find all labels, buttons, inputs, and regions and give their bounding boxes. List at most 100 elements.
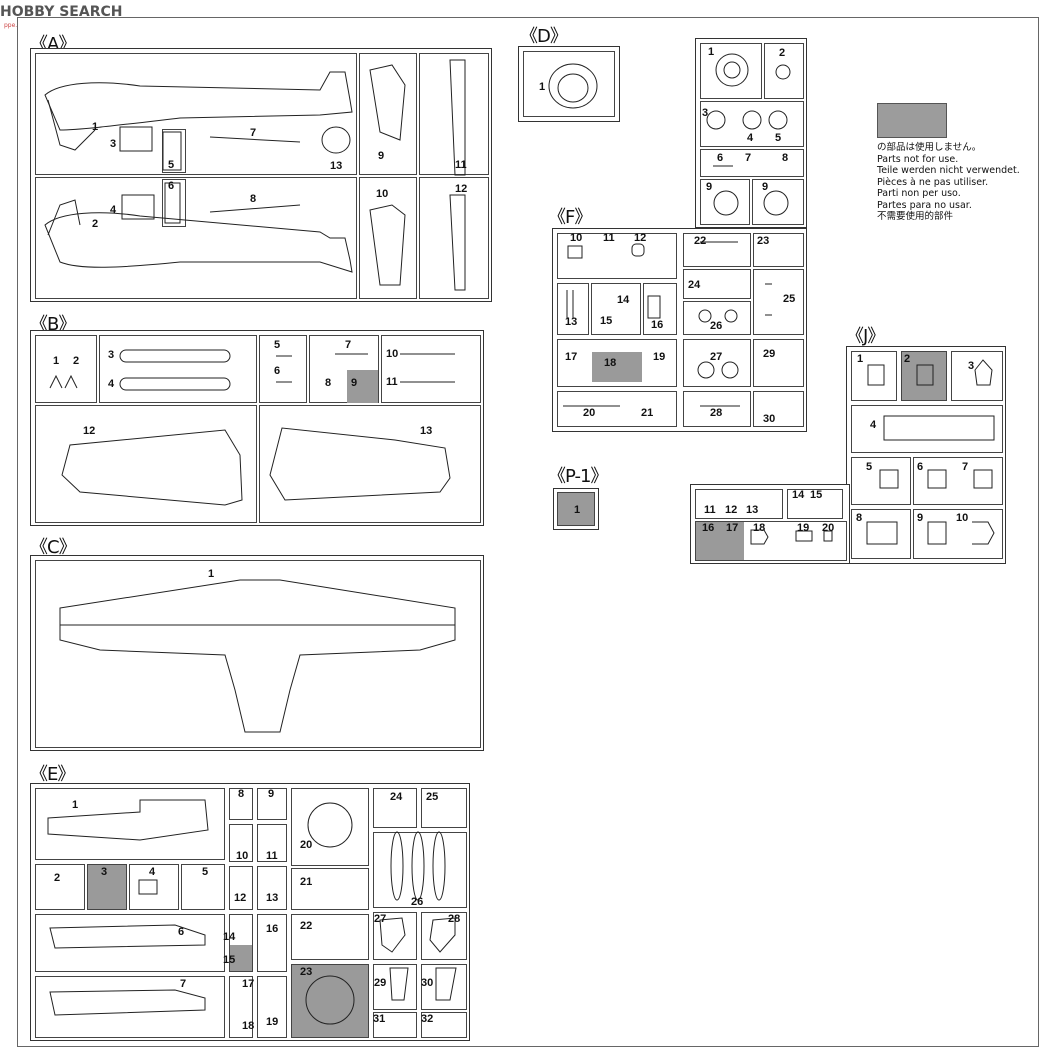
part-number: 8 [238, 788, 245, 800]
part-number: 14 [792, 489, 805, 501]
part-f26-wheel [724, 309, 738, 323]
part-number: 13 [565, 316, 578, 328]
part-number: 4 [110, 204, 117, 216]
part-number: 14 [617, 294, 630, 306]
sprue-b [30, 330, 484, 526]
sprue-f-cell [557, 233, 677, 279]
part-number: 9 [917, 512, 924, 524]
sprue-j-cell [951, 351, 1003, 401]
part-number: 2 [92, 218, 99, 230]
part-number: 11 [386, 376, 398, 388]
part-number: 7 [962, 461, 969, 473]
part-f9-wheel [763, 190, 789, 216]
part-number: 1 [208, 568, 215, 580]
sprue-f-cell [753, 391, 804, 427]
sprue-e-cell [373, 832, 467, 908]
watermark-logo: HOBBY SEARCH [0, 4, 123, 20]
part-j5 [879, 469, 899, 489]
part-number: 3 [101, 866, 108, 878]
part-number: 31 [373, 1013, 386, 1025]
part-number: 20 [583, 407, 596, 419]
part-number: 13 [420, 425, 433, 437]
part-number: 8 [856, 512, 863, 524]
part-number: 12 [234, 892, 247, 904]
sprue-e-cell [229, 824, 253, 862]
part-number: 16 [266, 923, 279, 935]
sprue-j-cell [787, 489, 843, 519]
sprue-e-cell [129, 864, 179, 910]
part-a8-rod [209, 204, 301, 213]
sprue-f-cell [700, 43, 762, 99]
part-c1-lower-wing [59, 579, 456, 733]
sprue-b-wing-right [259, 405, 481, 523]
part-number: 5 [168, 159, 175, 171]
part-e23-bulkhead [305, 975, 355, 1025]
part-number: 6 [178, 926, 185, 938]
part-e30 [435, 967, 457, 1001]
sprue-f-cell [753, 339, 804, 387]
part-number: 13 [746, 504, 759, 516]
part-j2 [916, 364, 934, 386]
part-number: 13 [266, 892, 279, 904]
sprue-j-cell [851, 509, 911, 559]
part-number: 10 [236, 850, 249, 862]
part-number: 18 [242, 1020, 255, 1032]
part-e27 [379, 917, 406, 953]
part-number: 15 [810, 489, 823, 501]
part-number: 3 [110, 138, 117, 150]
sprue-f-cell [591, 283, 641, 335]
part-b13-wing [269, 427, 451, 501]
sprue-f-cell [700, 179, 750, 225]
sprue-e-cell [257, 824, 287, 862]
part-number: 24 [390, 791, 403, 803]
sprue-e-cell [421, 964, 467, 1010]
part-number: 27 [710, 351, 723, 363]
part-number: 7 [180, 978, 187, 990]
sprue-e-cell [35, 864, 85, 910]
sprue-j-left [690, 484, 850, 564]
part-number: 3 [702, 107, 709, 119]
part-e7-panel [49, 989, 206, 1016]
part-number: 28 [710, 407, 723, 419]
part-b5-b6 [276, 355, 292, 383]
sprue-e-cell [35, 788, 225, 860]
unused-part-j2 [901, 351, 947, 401]
part-number: 18 [753, 522, 766, 534]
part-number: 10 [570, 232, 583, 244]
part-number: 22 [300, 920, 313, 932]
part-j19 [795, 530, 813, 542]
part-number: 26 [411, 896, 424, 908]
part-number: 12 [725, 504, 738, 516]
part-number: 8 [782, 152, 789, 164]
sprue-a-fuselage-right [35, 177, 357, 299]
sprue-d-cell [523, 51, 615, 117]
sprue-a-rudder-bottom [359, 177, 417, 299]
part-a5 [162, 131, 182, 171]
sprue-e-cell [421, 912, 467, 960]
part-number: 28 [448, 913, 461, 925]
part-b1-b2 [49, 374, 78, 389]
part-number: 17 [565, 351, 578, 363]
part-b3-tank [119, 349, 231, 363]
part-number: 17 [242, 978, 255, 990]
sprue-f-cell [683, 391, 751, 427]
sprue-c-cell [35, 560, 481, 748]
sprue-d [518, 46, 620, 122]
sprue-j-cell [695, 489, 783, 519]
part-a2-tail-fin [47, 199, 81, 236]
part-number: 11 [455, 159, 467, 171]
part-a4-panel [121, 194, 155, 220]
part-j20 [823, 530, 833, 542]
part-d1-canopy [548, 63, 598, 109]
part-number: 2 [54, 872, 61, 884]
sprue-f-bottom [552, 228, 807, 432]
part-number: 2 [779, 47, 786, 59]
unused-part-e3 [87, 864, 127, 910]
part-j10 [972, 521, 995, 545]
part-number: 22 [694, 235, 707, 247]
sprue-f-cell [700, 101, 804, 147]
sprue-f-cell [557, 391, 677, 427]
sprue-e-cell [257, 788, 287, 820]
